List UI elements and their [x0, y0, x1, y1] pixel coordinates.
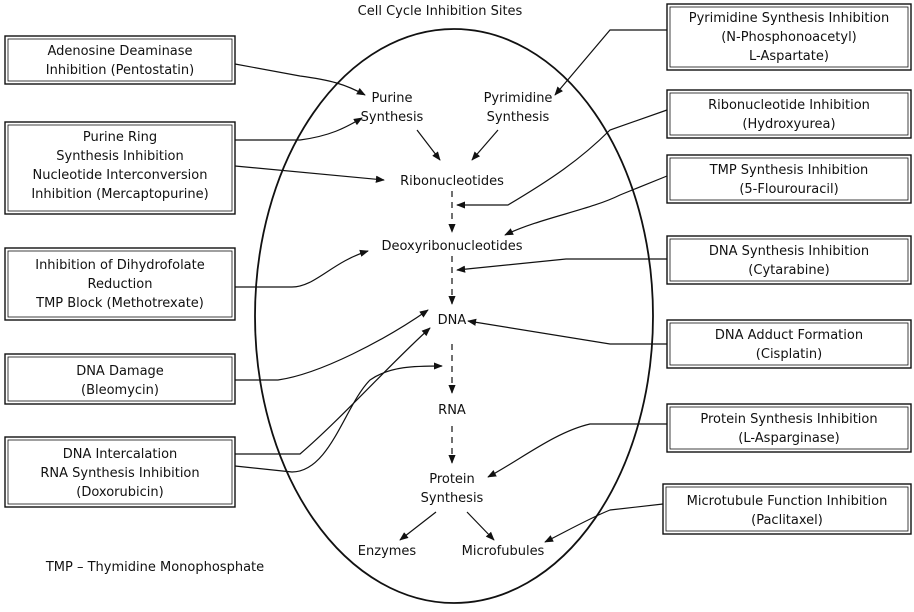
box-purine-ring-inhibition: Purine RingSynthesis InhibitionNucleotid…	[5, 122, 235, 214]
connector-doxorubicin-dna	[235, 328, 430, 454]
connector-pentostatin	[235, 64, 365, 95]
box-pyrimidine-synthesis-inhibition: Pyrimidine Synthesis Inhibition(N-Phosph…	[667, 4, 911, 70]
node-rna: RNA	[438, 403, 466, 418]
node-dna: DNA	[438, 313, 467, 328]
arrow-protein-to-microtubules	[467, 512, 494, 540]
node-pyrimidine-synthesis: PyrimidineSynthesis	[484, 91, 553, 125]
node-protein-synthesis: ProteinSynthesis	[421, 472, 484, 506]
node-ribonucleotides: Ribonucleotides	[400, 174, 504, 189]
arrow-pyrimidine-to-ribo	[472, 130, 498, 160]
box-tmp-synthesis-inhibition: TMP Synthesis Inhibition(5-Flourouracil)	[667, 155, 911, 203]
node-enzymes: Enzymes	[358, 544, 417, 559]
box-dihydrofolate-reduction: Inhibition of DihydrofolateReductionTMP …	[5, 248, 235, 320]
box-dna-intercalation: DNA IntercalationRNA Synthesis Inhibitio…	[5, 437, 235, 507]
box-microtubule-function-inhibition: Microtubule Function Inhibition(Paclitax…	[663, 484, 911, 534]
box-dna-adduct-formation: DNA Adduct Formation(Cisplatin)	[667, 320, 911, 368]
svg-text:PurineSynthesis: PurineSynthesis	[361, 91, 424, 125]
connector-bleomycin	[235, 310, 428, 380]
connector-l-asparginase	[488, 424, 667, 477]
svg-text:PyrimidineSynthesis: PyrimidineSynthesis	[484, 91, 553, 125]
connector-doxorubicin-rna	[235, 366, 442, 472]
box-protein-synthesis-inhibition: Protein Synthesis Inhibition(L-Aspargina…	[667, 404, 911, 452]
connector-paclitaxel	[545, 504, 663, 542]
connector-methotrexate	[235, 251, 368, 287]
arrow-protein-to-enzymes	[400, 512, 436, 540]
svg-text:ProteinSynthesis: ProteinSynthesis	[421, 472, 484, 506]
node-purine-synthesis: PurineSynthesis	[361, 91, 424, 125]
box-adenosine-deaminase: Adenosine DeaminaseInhibition (Pentostat…	[5, 36, 235, 84]
footnote-tmp: TMP – Thymidine Monophosphate	[45, 560, 264, 575]
box-dna-damage: DNA Damage(Bleomycin)	[5, 354, 235, 404]
diagram-title: Cell Cycle Inhibition Sites	[358, 4, 523, 19]
connector-mercaptopurine	[235, 166, 384, 180]
node-microtubules: Microfubules	[462, 544, 545, 559]
connector-cisplatin	[468, 321, 667, 344]
box-ribonucleotide-inhibition: Ribonucleotide Inhibition(Hydroxyurea)	[667, 90, 911, 138]
node-deoxyribonucleotides: Deoxyribonucleotides	[381, 239, 522, 254]
arrow-purine-to-ribo	[417, 130, 440, 160]
box-dna-synthesis-inhibition: DNA Synthesis Inhibition(Cytarabine)	[667, 236, 911, 284]
connector-cytarabine	[457, 259, 667, 270]
